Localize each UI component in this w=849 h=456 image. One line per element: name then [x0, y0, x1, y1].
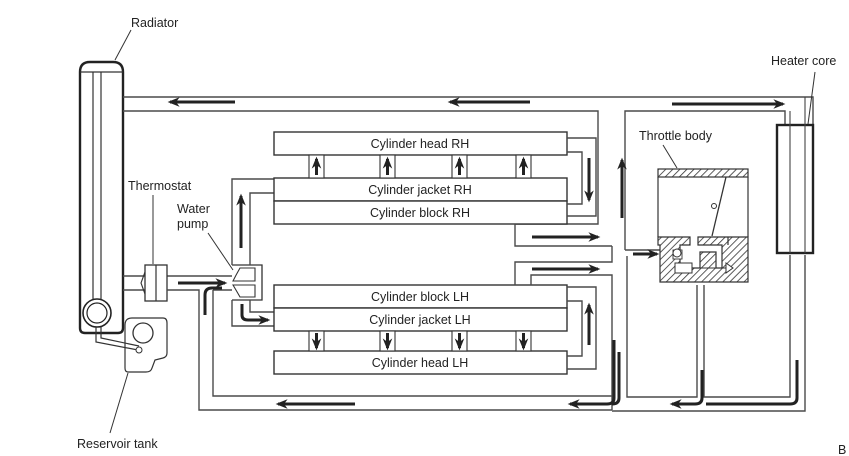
throttle-valve-icon: [711, 176, 727, 237]
bottom-return-inner: [212, 290, 612, 397]
radiator-leader: [114, 29, 132, 61]
water-pump: [232, 264, 263, 301]
cylinder-block-lh-label: Cylinder block LH: [371, 290, 469, 304]
flow-arrow-left: [567, 340, 616, 409]
reservoir-tank: [95, 317, 168, 373]
bottom-return-outer: [167, 289, 612, 411]
radiator-label: Radiator: [131, 16, 178, 30]
corner-mark: B: [838, 443, 846, 456]
cylinder-jacket-rh-label: Cylinder jacket RH: [368, 183, 472, 197]
flow-arrow-left: [669, 370, 704, 409]
cylinder-head-rh: [273, 131, 568, 156]
cylinder-block-rh-label: Cylinder block RH: [370, 206, 470, 220]
reservoir-tank-label: Reservoir tank: [77, 437, 158, 451]
cylinder-head-rh-label: Cylinder head RH: [371, 137, 470, 151]
thermostat-label: Thermostat: [128, 179, 192, 193]
throttle-body-label: Throttle body: [639, 129, 713, 143]
heater-core: [775, 123, 815, 255]
cylinder-jacket-lh-label: Cylinder jacket LH: [369, 313, 470, 327]
radiator: [78, 60, 125, 335]
cylinder-jacket-lh: [273, 307, 568, 332]
water-pump-label-1: Water: [177, 202, 210, 216]
heater-core-label: Heater core: [771, 54, 836, 68]
thermostat: [140, 264, 168, 302]
cylinder-head-lh-label: Cylinder head LH: [372, 356, 469, 370]
lh-passages: [308, 330, 532, 352]
top-return-pipe-outer: [123, 96, 814, 125]
cylinder-head-lh: [273, 350, 568, 375]
cylinder-block-rh: [273, 200, 568, 225]
heater-feed-pipe: [624, 110, 786, 250]
pump-to-rh-pipe: [231, 178, 274, 265]
reservoir-leader: [109, 372, 129, 434]
water-pump-label-2: pump: [177, 217, 208, 231]
rh-passages: [308, 154, 532, 179]
throttle-body: [657, 168, 749, 283]
pump-to-lh-pipe: [231, 300, 274, 327]
